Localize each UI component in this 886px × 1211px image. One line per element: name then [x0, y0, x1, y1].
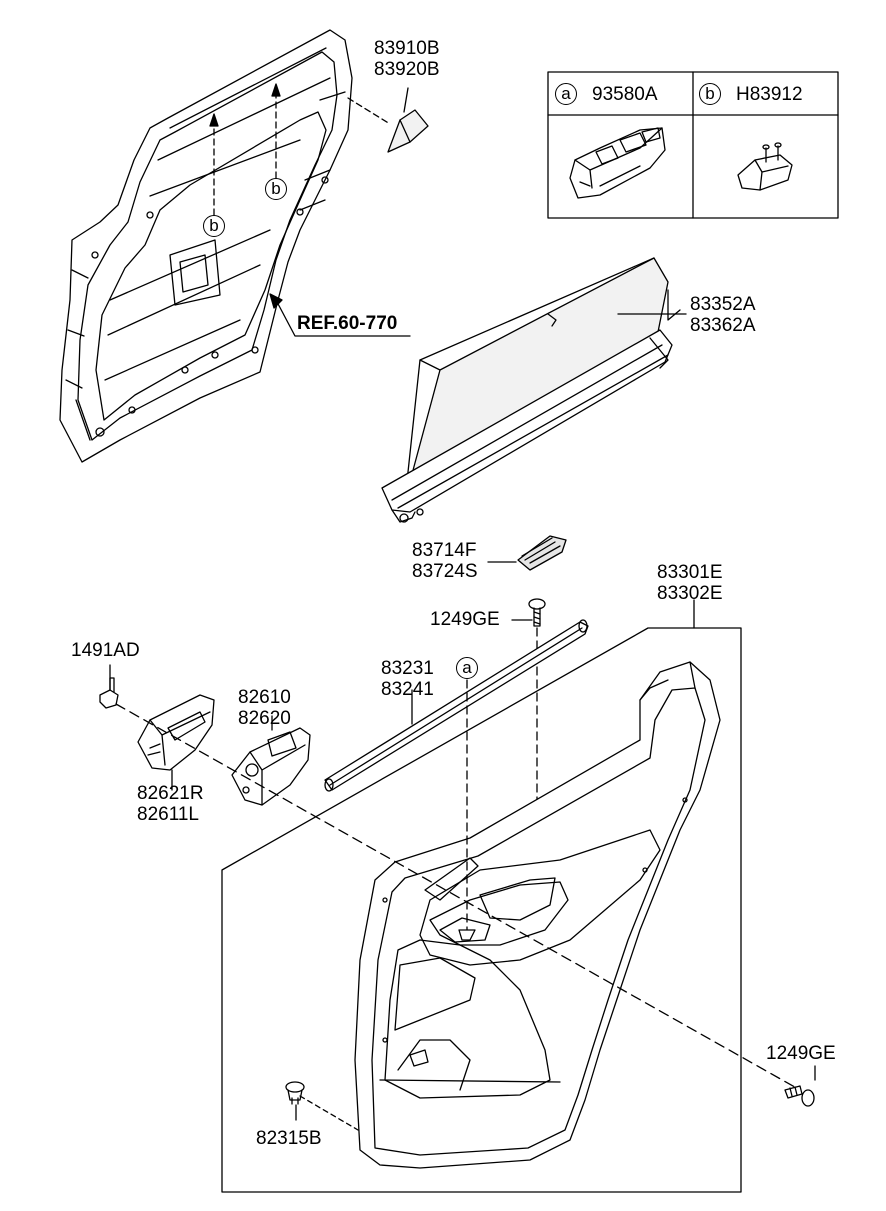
clip-h83912: [737, 142, 793, 191]
legend-a-part: 93580A: [592, 84, 658, 105]
door-trim-panel: [354, 661, 721, 1169]
sunshade-83352a: [381, 257, 687, 523]
weatherstrip-83231: [324, 619, 589, 792]
label-1249ge-top: 1249GE: [430, 609, 500, 630]
label-1491ad: 1491AD: [71, 640, 140, 661]
label-82315b: 82315B: [256, 1128, 322, 1149]
switch-93580a: [569, 127, 666, 199]
label-83714f: 83714F 83724S: [412, 540, 478, 582]
handle-bezel-82621r: [137, 694, 215, 791]
label-83910b: 83910B 83920B: [374, 38, 440, 80]
clip-82315b: [285, 1081, 359, 1131]
door-frame: [59, 29, 353, 463]
label-82610: 82610 82620: [238, 687, 291, 729]
label-83231: 83231 83241: [381, 658, 434, 700]
callout-b-lower: b: [203, 215, 225, 237]
corner-trim-83910: [347, 87, 429, 153]
label-1249ge-bottom: 1249GE: [766, 1043, 836, 1064]
callout-a-switch: a: [456, 657, 478, 679]
label-ref-60-770: REF.60-770: [297, 313, 398, 334]
label-82621r: 82621R 82611L: [137, 783, 204, 825]
clip-1491ad: [99, 664, 119, 709]
callout-b-upper: b: [265, 178, 287, 200]
legend-b-part: H83912: [736, 84, 803, 105]
trim-box: [221, 599, 742, 1193]
ref-leader: [269, 293, 411, 337]
legend-b-marker: b: [699, 83, 721, 105]
label-83301e: 83301E 83302E: [657, 562, 723, 604]
label-83352a: 83352A 83362A: [690, 294, 756, 336]
inside-handle-82610: [231, 715, 311, 806]
legend-table: [547, 71, 839, 219]
switch-on-panel: [458, 929, 476, 941]
grille-83714f: [487, 535, 567, 571]
legend-a-marker: a: [555, 83, 577, 105]
assembly-line: [115, 703, 801, 1091]
screw-1249ge-bottom: [784, 1065, 816, 1107]
